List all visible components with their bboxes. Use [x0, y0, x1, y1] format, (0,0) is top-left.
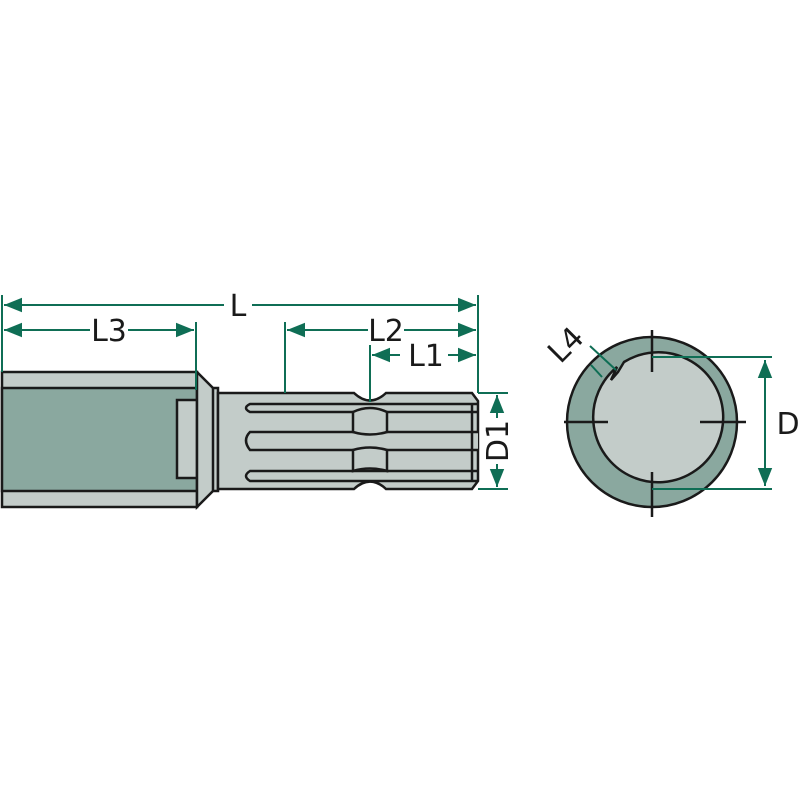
- l4-ext-a: [590, 364, 603, 378]
- label-d: D: [776, 407, 799, 442]
- shaft-side-view: [0, 368, 480, 511]
- label-l4: L4: [541, 320, 591, 370]
- label-l: L: [230, 289, 247, 324]
- dimensions: L L3 L2 L1 D1: [1, 289, 516, 490]
- label-l3: L3: [91, 314, 127, 349]
- label-l1: L1: [408, 339, 444, 374]
- label-d1: D1: [481, 420, 516, 462]
- inner-bore: [591, 351, 725, 484]
- spline-grooves: [244, 402, 478, 483]
- key-slot: [175, 398, 199, 480]
- l4-ext-b: [589, 345, 617, 371]
- hub-bore: [0, 386, 199, 493]
- label-l2: L2: [368, 314, 404, 349]
- center-crosshair: [564, 330, 746, 517]
- chamfer-collar: [195, 368, 220, 511]
- shaft-end-view: L4 D: [541, 320, 800, 517]
